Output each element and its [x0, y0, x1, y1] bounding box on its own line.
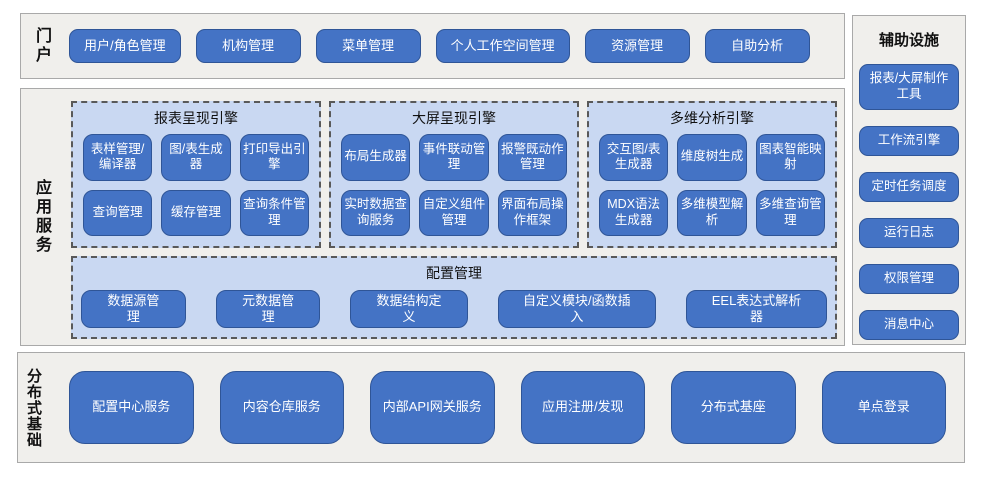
- foundation-section-label: 分布式基础: [25, 367, 42, 448]
- panel-title: 配置管理: [426, 265, 482, 281]
- node-personal-workspace-management: 个人工作空间管理: [435, 29, 570, 63]
- node-event-linkage-management: 事件联动管理: [419, 134, 489, 181]
- app-services-section-label: 应用服务: [33, 179, 50, 255]
- node-distributed-base: 分布式基座: [671, 371, 796, 444]
- engine-panels: 报表呈现引擎 表样管理/编译器 图/表生成器 打印导出引擎 查询管理 缓存管理 …: [71, 101, 837, 248]
- node-query-condition-management: 查询条件管理: [239, 189, 309, 236]
- portal-items: 用户/角色管理 机构管理 菜单管理 个人工作空间管理 资源管理 自助分析: [69, 29, 810, 63]
- node-print-export-engine: 打印导出引擎: [239, 134, 309, 181]
- node-interactive-chart-generator: 交互图/表生成器: [599, 134, 669, 181]
- panel-config-management: 配置管理 数据源管理 元数据管理 数据结构定义 自定义模块/函数插入 EEL表达…: [71, 256, 837, 339]
- panel-title: 报表呈现引擎: [154, 110, 238, 126]
- portal-section-label: 门户: [33, 27, 50, 65]
- node-realtime-data-query-service: 实时数据查询服务: [341, 189, 411, 236]
- node-app-registration-discovery: 应用注册/发现: [520, 371, 645, 444]
- node-message-center: 消息中心: [859, 310, 959, 340]
- node-internal-api-gateway-service: 内部API网关服务: [370, 371, 495, 444]
- node-config-center-service: 配置中心服务: [69, 371, 194, 444]
- node-organization-management: 机构管理: [195, 29, 301, 63]
- node-mdx-syntax-generator: MDX语法生成器: [599, 189, 669, 236]
- node-chart-table-generator: 图/表生成器: [161, 134, 231, 181]
- node-multidim-query-management: 多维查询管理: [755, 189, 825, 236]
- node-scheduled-task-scheduling: 定时任务调度: [859, 172, 959, 202]
- node-metadata-management: 元数据管理: [215, 290, 321, 328]
- node-eel-expression-parser: EEL表达式解析器: [686, 290, 827, 328]
- node-layout-generator: 布局生成器: [341, 134, 411, 181]
- node-data-structure-definition: 数据结构定义: [350, 290, 468, 328]
- auxiliary-section-label: 辅助设施: [878, 32, 939, 49]
- panel-report-engine: 报表呈现引擎 表样管理/编译器 图/表生成器 打印导出引擎 查询管理 缓存管理 …: [71, 101, 321, 248]
- node-single-sign-on: 单点登录: [821, 371, 946, 444]
- node-workflow-engine: 工作流引擎: [859, 126, 959, 156]
- node-user-role-management: 用户/角色管理: [69, 29, 181, 63]
- section-portal: 门户 用户/角色管理 机构管理 菜单管理 个人工作空间管理 资源管理 自助分析: [20, 13, 845, 79]
- node-datasource-management: 数据源管理: [81, 290, 186, 328]
- panel-title: 大屏呈现引擎: [412, 110, 496, 126]
- node-run-log: 运行日志: [859, 218, 959, 248]
- node-custom-component-management: 自定义组件管理: [419, 189, 489, 236]
- section-app-services: 应用服务 报表呈现引擎 表样管理/编译器 图/表生成器 打印导出引擎 查询管理 …: [20, 88, 845, 346]
- panel-bigscreen-engine: 大屏呈现引擎 布局生成器 事件联动管理 报警既动作管理 实时数据查询服务 自定义…: [329, 101, 579, 248]
- node-multidim-model-parsing: 多维模型解析: [677, 189, 747, 236]
- node-dimension-tree-generation: 维度树生成: [677, 134, 747, 181]
- section-distributed-foundation: 分布式基础 配置中心服务 内容仓库服务 内部API网关服务 应用注册/发现 分布…: [17, 352, 965, 463]
- node-content-repository-service: 内容仓库服务: [219, 371, 344, 444]
- node-permission-management: 权限管理: [859, 264, 959, 294]
- node-custom-module-function-insert: 自定义模块/函数插入: [497, 290, 657, 328]
- node-resource-management: 资源管理: [584, 29, 690, 63]
- node-ui-layout-framework: 界面布局操作框架: [497, 189, 567, 236]
- node-table-style-compiler: 表样管理/编译器: [83, 134, 153, 181]
- node-menu-management: 菜单管理: [315, 29, 421, 63]
- panel-olap-engine: 多维分析引擎 交互图/表生成器 维度树生成 图表智能映射 MDX语法生成器 多维…: [587, 101, 837, 248]
- panel-title: 多维分析引擎: [670, 110, 754, 126]
- node-chart-smart-mapping: 图表智能映射: [755, 134, 825, 181]
- node-self-service-analysis: 自助分析: [704, 29, 810, 63]
- section-auxiliary-facilities: 辅助设施 报表/大屏制作工具 工作流引擎 定时任务调度 运行日志 权限管理 消息…: [852, 15, 966, 345]
- node-alarm-action-management: 报警既动作管理: [497, 134, 567, 181]
- node-report-bigscreen-tool: 报表/大屏制作工具: [859, 64, 959, 110]
- node-query-management: 查询管理: [83, 189, 153, 236]
- node-cache-management: 缓存管理: [161, 189, 231, 236]
